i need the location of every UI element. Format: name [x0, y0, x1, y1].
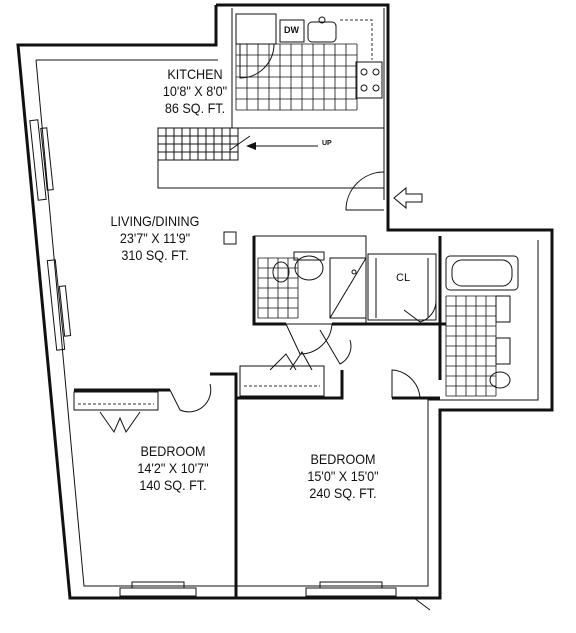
closet-label: CL: [396, 272, 411, 284]
bottom-windows: [119, 581, 397, 597]
stairs: [157, 127, 385, 189]
left-windows: [29, 119, 72, 351]
living-dining-label: LIVING/DINING 23'7" X 11'9" 310 SQ. FT.: [97, 213, 214, 264]
bedroom-2-area: 240 SQ. FT.: [309, 485, 377, 501]
bedroom-1-label: BEDROOM 14'2" X 10'7" 140 SQ. FT.: [115, 443, 232, 494]
closet: [367, 253, 437, 321]
entry-door: [345, 171, 423, 211]
bedroom-2-dimensions: 15'0" X 15'0": [307, 468, 379, 484]
stove: [355, 61, 383, 99]
living-dining-dimensions: 23'7" X 11'9": [119, 230, 191, 246]
kitchen-name: KITCHEN: [167, 66, 223, 82]
outer-walls: [16, 3, 554, 600]
bedroom-2-name: BEDROOM: [310, 451, 376, 467]
kitchen-label: KITCHEN 10'8" X 8'0" 86 SQ. FT.: [146, 66, 245, 117]
dishwasher-label: DW: [284, 25, 299, 35]
bedroom-2-label: BEDROOM 15'0" X 15'0" 240 SQ. FT.: [285, 451, 402, 502]
bedroom-1-name: BEDROOM: [140, 443, 206, 459]
bathroom-2: [445, 255, 519, 397]
bedroom-1-area: 140 SQ. FT.: [139, 477, 207, 493]
interior-walls: [74, 236, 446, 598]
living-dining-area: 310 SQ. FT.: [121, 247, 189, 263]
kitchen-dimensions: 10'8" X 8'0": [162, 83, 228, 99]
kitchen-area: [235, 13, 383, 111]
kitchen-tile-floor: [235, 43, 358, 111]
column: [223, 231, 237, 245]
kitchen-area: 86 SQ. FT.: [164, 100, 226, 116]
living-dining-name: LIVING/DINING: [110, 213, 200, 229]
bathroom-1: [253, 235, 367, 325]
stairs-up-label: UP: [322, 140, 332, 147]
dishwasher: [279, 19, 305, 43]
bedroom-1-dimensions: 14'2" X 10'7": [137, 460, 209, 476]
interior-doors: [73, 299, 437, 611]
